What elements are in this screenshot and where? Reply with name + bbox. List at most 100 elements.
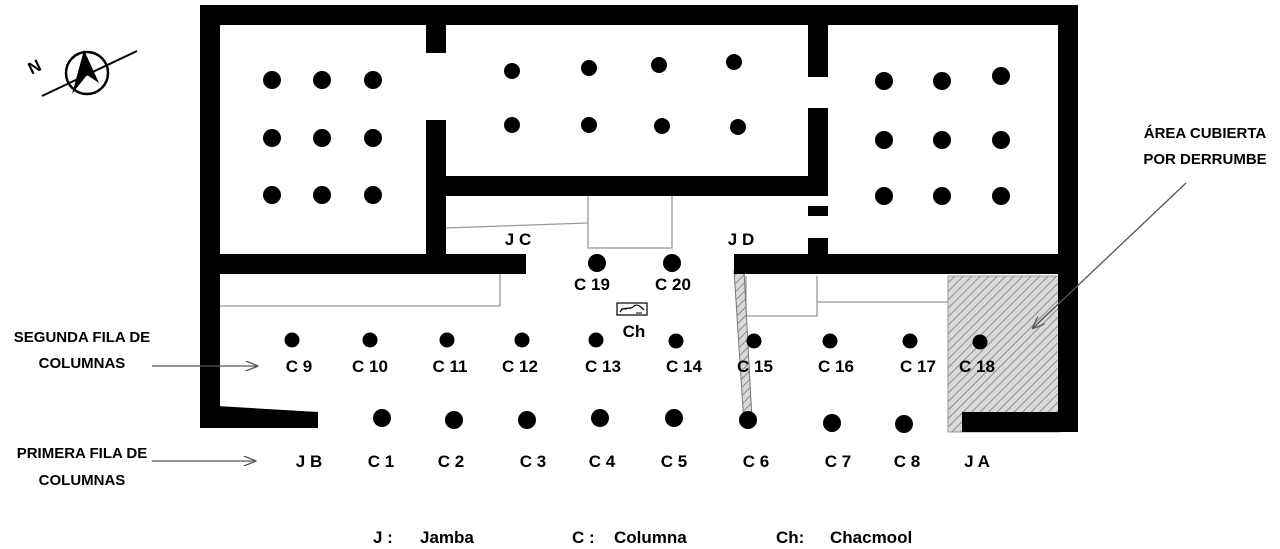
chacmool-label: Ch — [623, 322, 646, 341]
column-dot — [445, 411, 463, 429]
second-row-columns — [284, 332, 988, 350]
column-label: C 5 — [661, 452, 687, 471]
column-c20 — [663, 254, 681, 272]
column-label: C 8 — [894, 452, 920, 471]
column-dot — [263, 129, 281, 147]
column-dot — [992, 187, 1010, 205]
first-row-annotation: PRIMERA FILA DE COLUMNAS — [17, 445, 255, 489]
covered-area-line2: POR DERRUMBE — [1143, 151, 1266, 168]
column-dot — [504, 63, 520, 79]
first-row-columns — [373, 409, 913, 433]
column-dot — [364, 186, 382, 204]
column-label: C 4 — [589, 452, 616, 471]
column-dot — [284, 332, 300, 348]
left-room-columns — [263, 71, 382, 204]
jamb-label-jd: J D — [728, 230, 754, 249]
legend-key-c: C : — [572, 528, 595, 547]
column-label: C 1 — [368, 452, 394, 471]
column-dot — [726, 54, 742, 70]
column-c19 — [588, 254, 606, 272]
first-row-labels: C 1 C 2 C 3 C 4 C 5 C 6 C 7 C 8 — [368, 452, 920, 471]
collapse-area-right — [947, 275, 1061, 433]
legend-value-columna: Columna — [614, 528, 687, 547]
column-dot — [591, 409, 609, 427]
floor-lines — [220, 196, 948, 317]
column-label: C 15 — [737, 357, 773, 376]
column-dot — [992, 67, 1010, 85]
column-dot — [373, 409, 391, 427]
column-label: C 13 — [585, 357, 621, 376]
column-dot — [313, 129, 331, 147]
legend-key-j: J : — [373, 528, 393, 547]
column-dot — [313, 71, 331, 89]
column-label-c20: C 20 — [655, 275, 691, 294]
chacmool-icon — [616, 302, 648, 316]
column-dot — [651, 57, 667, 73]
column-label: C 3 — [520, 452, 546, 471]
column-label: C 10 — [352, 357, 388, 376]
column-label-c19: C 19 — [574, 275, 610, 294]
column-dot — [823, 414, 841, 432]
column-dot — [972, 334, 988, 350]
collapse-areas — [733, 269, 1061, 433]
column-dot — [665, 409, 683, 427]
column-dot — [933, 187, 951, 205]
jamb-label-jb: J B — [296, 452, 322, 471]
column-dot — [654, 118, 670, 134]
column-dot — [730, 119, 746, 135]
column-dot — [668, 333, 684, 349]
central-room-columns — [504, 54, 746, 135]
jamb-label-jc: J C — [505, 230, 531, 249]
column-dot — [739, 411, 757, 429]
second-row-line1: SEGUNDA FILA DE — [14, 329, 150, 346]
column-label: C 2 — [438, 452, 464, 471]
column-dot — [263, 71, 281, 89]
column-dot — [933, 72, 951, 90]
legend-value-jamba: Jamba — [420, 528, 474, 547]
legend-value-chacmool: Chacmool — [830, 528, 912, 547]
column-dot — [514, 332, 530, 348]
column-dot — [263, 186, 281, 204]
north-label: N — [25, 56, 44, 78]
column-dot — [362, 332, 378, 348]
column-dot — [581, 60, 597, 76]
column-dot — [822, 333, 838, 349]
covered-area-annotation: ÁREA CUBIERTA POR DERRUMBE — [1033, 125, 1267, 328]
column-dot — [588, 332, 604, 348]
column-dot — [746, 333, 762, 349]
column-label: C 7 — [825, 452, 851, 471]
column-label: C 16 — [818, 357, 854, 376]
column-dot — [364, 71, 382, 89]
covered-area-line1: ÁREA CUBIERTA — [1144, 125, 1267, 142]
column-dot — [902, 333, 918, 349]
column-label: C 18 — [959, 357, 995, 376]
column-dot — [313, 186, 331, 204]
first-row-line1: PRIMERA FILA DE — [17, 445, 148, 462]
column-dot — [364, 129, 382, 147]
legend: J : Jamba C : Columna Ch: Chacmool — [373, 528, 912, 547]
column-label: C 11 — [433, 357, 468, 376]
column-label: C 12 — [502, 357, 538, 376]
column-dot — [895, 415, 913, 433]
back-columns — [588, 254, 681, 272]
column-dot — [439, 332, 455, 348]
column-dot — [933, 131, 951, 149]
column-dot — [875, 72, 893, 90]
second-row-annotation: SEGUNDA FILA DE COLUMNAS — [14, 329, 257, 372]
column-label: C 9 — [286, 357, 312, 376]
second-row-labels: C 9 C 10 C 11 C 12 C 13 C 14 C 15 C 16 C… — [286, 357, 995, 376]
column-dot — [992, 131, 1010, 149]
column-label: C 14 — [666, 357, 702, 376]
column-dot — [504, 117, 520, 133]
first-row-line2: COLUMNAS — [39, 472, 126, 489]
column-dot — [875, 131, 893, 149]
column-label: C 6 — [743, 452, 769, 471]
column-dot — [581, 117, 597, 133]
column-label: C 17 — [900, 357, 936, 376]
second-row-line2: COLUMNAS — [39, 355, 126, 372]
column-dot — [518, 411, 536, 429]
column-dot — [875, 187, 893, 205]
collapse-strip — [733, 269, 753, 425]
walls — [200, 5, 1078, 432]
